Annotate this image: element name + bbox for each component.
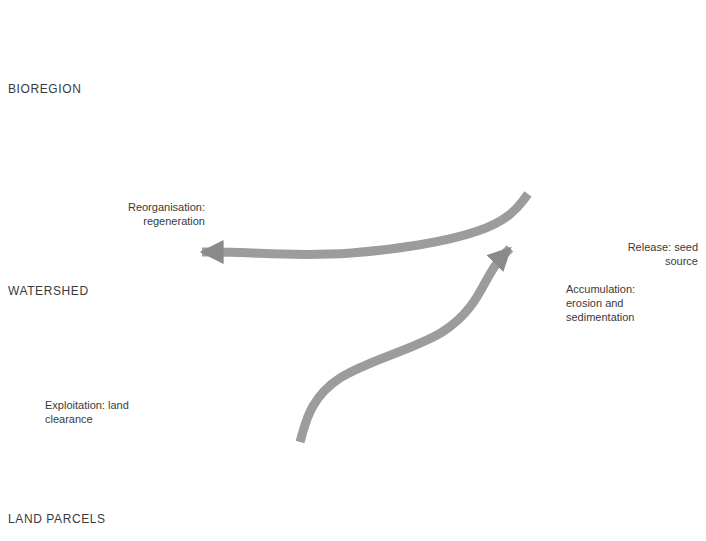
phase-label-holder: Accumulation: erosion and sedimentation: [566, 282, 666, 324]
scale-loop: LAND PARCELS: [140, 442, 390, 536]
flow-arrow: [300, 248, 510, 442]
infinity-loop: [330, 6, 630, 194]
infinity-loop: [140, 442, 390, 536]
scale-loop: WATERSHED: [202, 212, 510, 394]
scale-label: LAND PARCELS: [8, 512, 106, 526]
phase-label: Accumulation: erosion and sedimentation: [566, 282, 666, 324]
scale-label-holder: WATERSHED: [8, 284, 89, 298]
phase-label-holder: Release: seed source: [612, 240, 698, 268]
phase-label: Reorganisation: regeneration: [100, 200, 205, 228]
scale-label-holder: LAND PARCELS: [8, 512, 106, 526]
phase-label-holder: Reorganisation: regeneration: [100, 200, 205, 228]
loop-ribbon-back: [214, 224, 498, 382]
scale-label: WATERSHED: [8, 284, 89, 298]
loop-ribbon-back: [344, 20, 616, 180]
loop-ribbon-edge: [344, 87, 573, 180]
phase-label-holder: Exploitation: land clearance: [45, 398, 157, 426]
flow-arrow: [202, 194, 528, 255]
scale-label-holder: BIOREGION: [8, 82, 81, 96]
phase-label: Exploitation: land clearance: [45, 398, 157, 426]
loop-ribbon-front: [214, 289, 454, 382]
scale-label: BIOREGION: [8, 82, 81, 96]
loop-ribbon-edge: [214, 289, 454, 382]
loop-ribbon-front: [149, 476, 341, 527]
loop-ribbon-back: [149, 451, 381, 527]
scale-loop: BIOREGION: [330, 6, 630, 194]
loop-ribbon-front: [344, 87, 573, 180]
infinity-loop: [202, 212, 510, 394]
loop-ribbon-edge: [149, 476, 341, 527]
phase-label: Release: seed source: [612, 240, 698, 268]
